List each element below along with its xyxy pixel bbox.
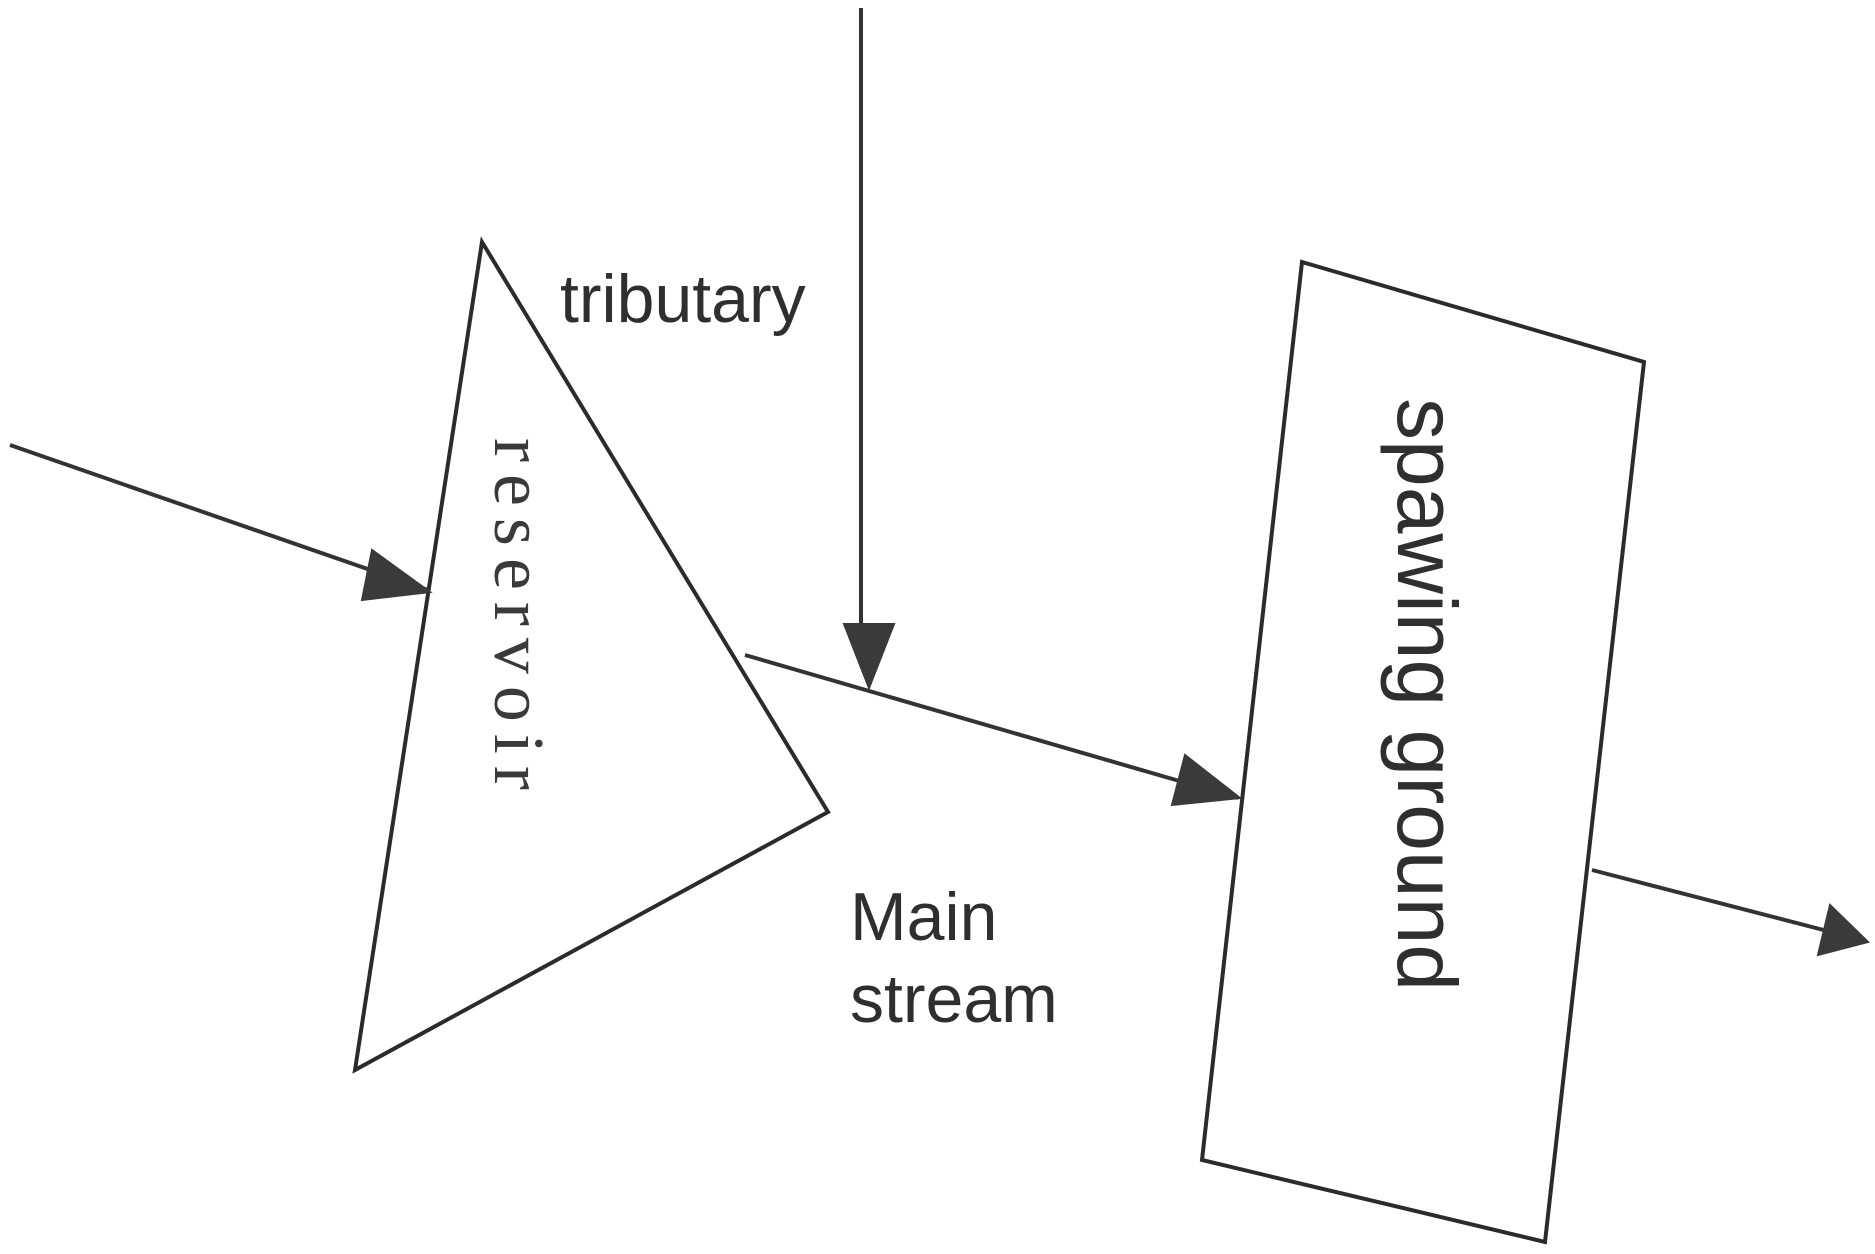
reservoir-triangle xyxy=(355,242,828,1070)
main-stream-label-line2: stream xyxy=(850,961,1058,1037)
outflow-arrowhead xyxy=(1818,905,1868,955)
main-stream-label-line1: Main xyxy=(850,879,997,955)
inflow-arrowhead xyxy=(362,550,430,600)
main-stream-arrowhead xyxy=(1172,755,1240,805)
reservoir-label: reservoir xyxy=(479,438,559,802)
tributary-arrowhead xyxy=(844,624,894,688)
tributary-label: tributary xyxy=(560,261,806,337)
inflow-line xyxy=(10,445,428,590)
main-stream-line xyxy=(745,655,1238,798)
spawning-ground-label: spawing ground xyxy=(1380,398,1474,991)
